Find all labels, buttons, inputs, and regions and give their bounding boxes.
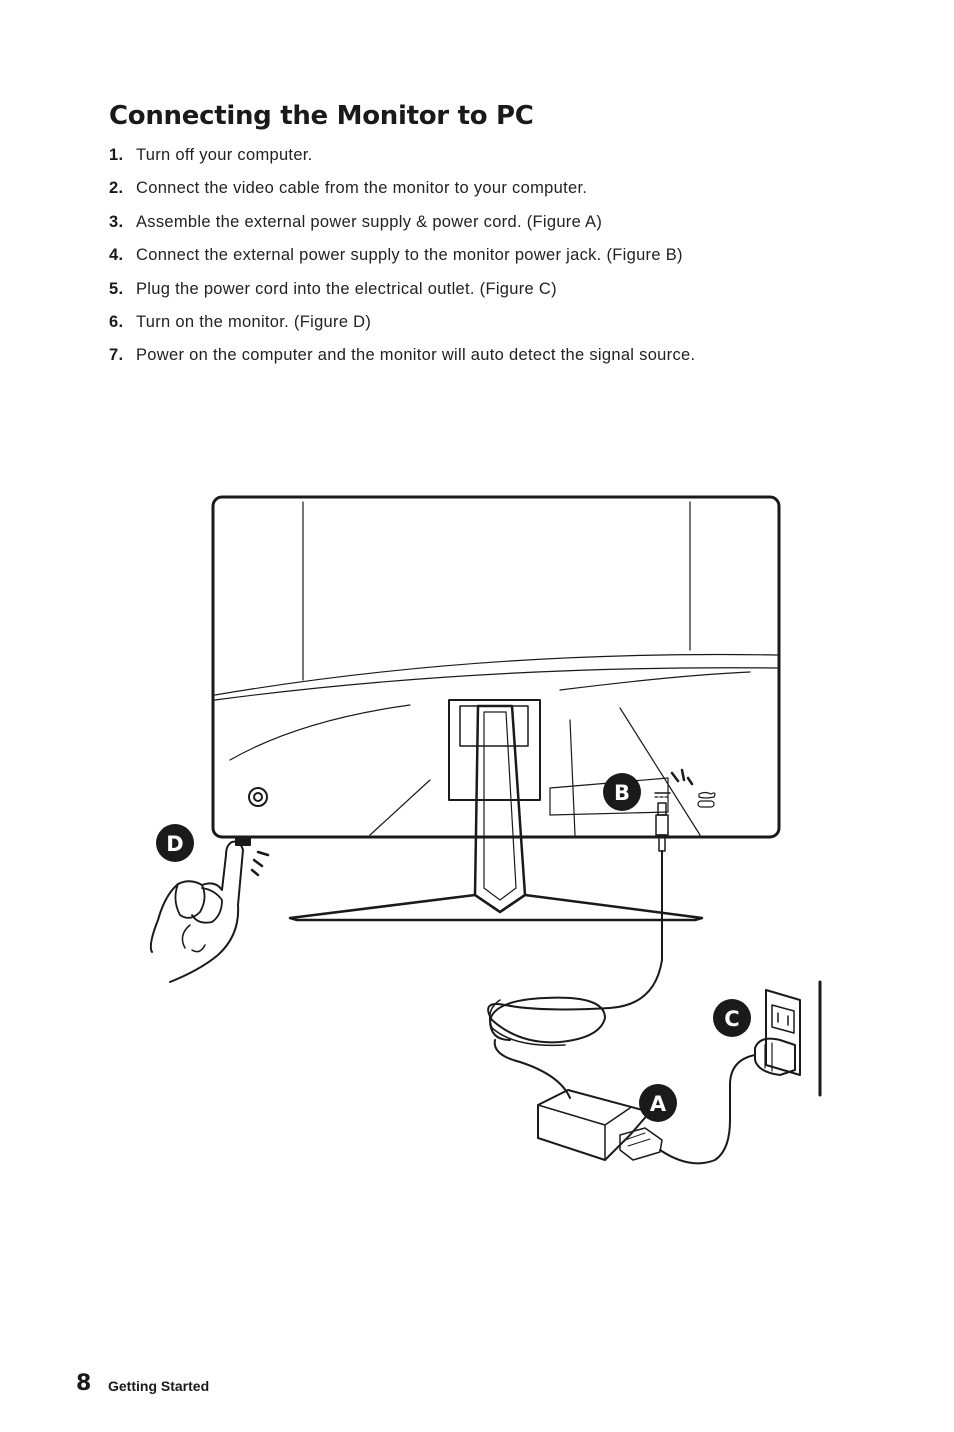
callout-d: D [156,824,194,862]
callout-b-label: B [614,781,630,805]
step-text: Turn off your computer. [136,146,313,164]
page-number: 8 [76,1371,92,1396]
steps-list: 1. Turn off your computer. 2. Connect the … [109,144,695,378]
section-label: Getting Started [108,1378,210,1394]
step-item: 6. Turn on the monitor. (Figure D) [109,311,695,344]
hand-icon [149,840,270,983]
power-jack-icon [654,768,716,852]
callout-d-label: D [166,832,183,856]
step-number: 2. [109,179,124,198]
step-number: 3. [109,212,124,231]
callout-a-label: A [650,1092,667,1116]
step-text: Plug the power cord into the electrical … [136,279,557,298]
step-item: 4. Connect the external power supply to t… [109,244,695,277]
step-number: 5. [109,279,124,298]
step-item: 5. Plug the power cord into the electrica… [109,278,695,311]
step-item: 2. Connect the video cable from the monit… [109,177,695,210]
power-adapter-icon [537,1054,756,1165]
wall-outlet-icon [754,980,822,1097]
step-item: 1. Turn off your computer. [109,144,695,177]
step-number: 1. [109,146,124,164]
step-number: 7. [109,346,124,365]
step-text: Turn on the monitor. (Figure D) [136,312,372,331]
callout-a: A [639,1084,677,1122]
step-text: Connect the video cable from the monitor… [136,179,588,198]
connection-figure: D B C A [149,495,822,1165]
step-number: 4. [109,246,124,265]
step-text: Assemble the external power supply & pow… [136,212,603,231]
callout-c-label: C [724,1007,739,1031]
callout-c: C [713,999,751,1037]
callout-b: B [603,773,641,811]
step-item: 7. Power on the computer and the monitor … [109,344,695,377]
cable-icon [487,850,663,1099]
stand-icon [288,699,704,922]
page-title: Connecting the Monitor to PC [109,101,534,131]
step-item: 3. Assemble the external power supply & p… [109,211,695,244]
step-text: Power on the computer and the monitor wi… [136,346,696,365]
step-number: 6. [109,312,124,331]
step-text: Connect the external power supply to the… [136,246,683,265]
monitor-back-icon [211,495,781,839]
